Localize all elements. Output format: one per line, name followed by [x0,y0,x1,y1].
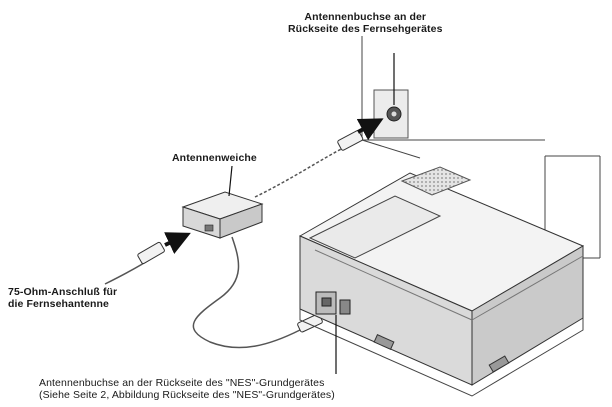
antenna-label-line2: die Fernsehantenne [8,298,109,310]
tv-antenna-jack [373,53,409,139]
nes-jack-label-line1: Antennenbuchse an der Rückseite des "NES… [39,377,325,389]
antenna-label-line1: 75-Ohm-Anschluß für [8,286,118,298]
antenna-label: 75-Ohm-Anschluß für die Fernsehantenne [8,286,117,310]
switch-box-label: Antennenweiche [172,152,257,164]
nes-jack-label-line2: (Siehe Seite 2, Abbildung Rückseite des … [39,389,335,401]
antenna-cable [104,232,191,285]
tv-jack-label-line2: Rückseite des Fernsehgerätes [288,23,443,35]
nes-console [298,166,585,397]
antenna-switch-box [181,165,264,239]
tv-jack-label: Antennenbuchse an der Rückseite des Fern… [288,11,443,35]
nes-jack-label: Antennenbuchse an der Rückseite des "NES… [39,377,335,401]
tv-jack-label-line1: Antennenbuchse an der [304,11,427,23]
nes-cable [192,236,323,349]
tv-cable [254,118,384,198]
